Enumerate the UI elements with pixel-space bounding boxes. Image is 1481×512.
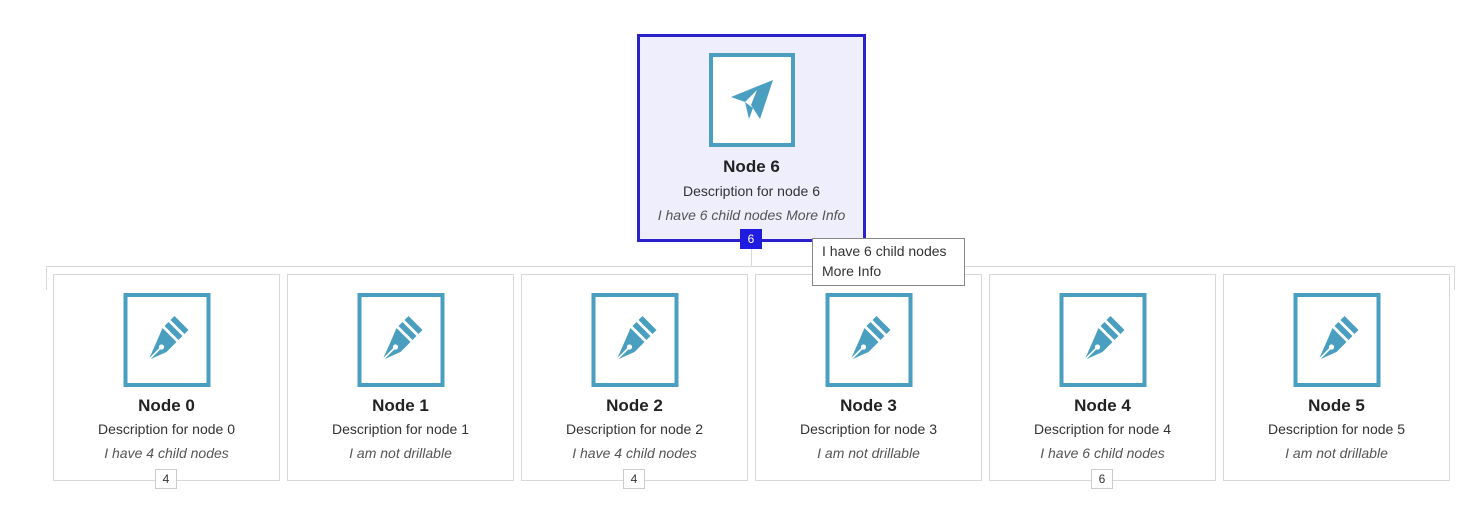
root-child-count-badge[interactable]: 6 (740, 229, 762, 249)
children-connector-left-end (46, 266, 47, 290)
child-node-children-info: I am not drillable (817, 445, 920, 461)
more-info-tooltip: I have 6 child nodes More Info (812, 238, 965, 286)
child-node-card[interactable]: Node 2 Description for node 2 I have 4 chi… (521, 274, 748, 481)
child-node-title: Node 0 (138, 396, 195, 415)
child-node-children-info: I have 4 child nodes (572, 445, 697, 461)
fountain-pen-icon (1293, 293, 1380, 387)
root-node-description: Description for node 6 (683, 183, 820, 199)
child-node-children-info: I have 6 child nodes (1040, 445, 1165, 461)
child-node-card[interactable]: Node 1 Description for node 1 I am not dri… (287, 274, 514, 481)
fountain-pen-icon (357, 293, 444, 387)
child-node-title: Node 3 (840, 396, 897, 415)
child-count-badge[interactable]: 4 (155, 469, 177, 489)
root-node-card[interactable]: Node 6 Description for node 6 I have 6 c… (637, 34, 866, 242)
child-count-badge[interactable]: 4 (623, 469, 645, 489)
child-node-description: Description for node 2 (566, 421, 703, 437)
child-node-card[interactable]: Node 4 Description for node 4 I have 6 chi… (989, 274, 1216, 481)
child-node-children-info: I have 4 child nodes (104, 445, 229, 461)
child-node-title: Node 1 (372, 396, 429, 415)
child-node-description: Description for node 0 (98, 421, 235, 437)
child-node-card[interactable]: Node 3 Description for node 3 I am not dri… (755, 274, 982, 481)
root-node-children-info: I have 6 child nodes More Info (657, 207, 846, 223)
child-node-description: Description for node 4 (1034, 421, 1171, 437)
paper-plane-icon (708, 53, 795, 147)
fountain-pen-icon (825, 293, 912, 387)
child-node-children-info: I am not drillable (349, 445, 452, 461)
child-node-card[interactable]: Node 5 Description for node 5 I am not dri… (1223, 274, 1450, 481)
children-connector-horizontal (46, 266, 1455, 267)
child-node-title: Node 2 (606, 396, 663, 415)
child-node-title: Node 5 (1308, 396, 1365, 415)
child-node-title: Node 4 (1074, 396, 1131, 415)
child-count-badge[interactable]: 6 (1091, 469, 1113, 489)
root-node-title: Node 6 (723, 157, 780, 176)
child-node-description: Description for node 5 (1268, 421, 1405, 437)
child-node-description: Description for node 1 (332, 421, 469, 437)
fountain-pen-icon (591, 293, 678, 387)
child-node-card[interactable]: Node 0 Description for node 0 I have 4 chi… (53, 274, 280, 481)
fountain-pen-icon (123, 293, 210, 387)
fountain-pen-icon (1059, 293, 1146, 387)
child-node-description: Description for node 3 (800, 421, 937, 437)
child-node-children-info: I am not drillable (1285, 445, 1388, 461)
root-connector-vertical (751, 242, 752, 266)
children-connector-right-end (1454, 266, 1455, 290)
